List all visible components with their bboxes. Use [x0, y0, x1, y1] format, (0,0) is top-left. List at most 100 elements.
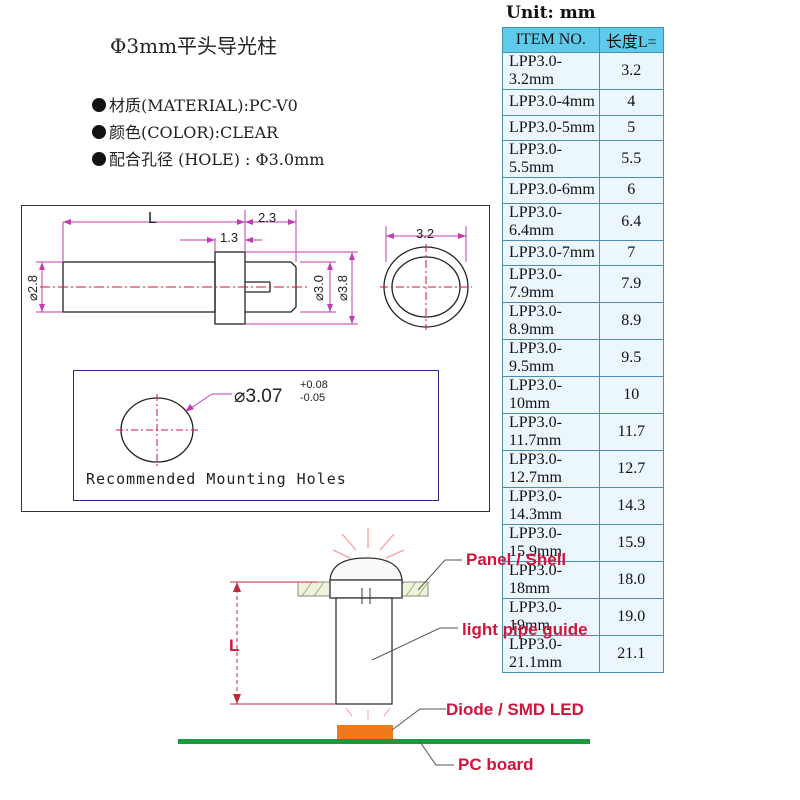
- cell-item: LPP3.0-9.5mm: [502, 339, 600, 377]
- cell-length: 3.2: [598, 52, 665, 90]
- spec-color-text: 颜色(COLOR):CLEAR: [109, 123, 279, 142]
- dim-d2-8: ⌀2.8: [24, 275, 40, 301]
- bullet-icon: [92, 98, 106, 112]
- cell-length: 7.9: [598, 265, 665, 303]
- pc-board: [178, 739, 590, 744]
- smd-led: [337, 725, 393, 741]
- product-title: Φ3mm平头导光柱: [110, 34, 278, 58]
- cell-item: LPP3.0-4mm: [502, 89, 600, 116]
- mounting-hole-box: [73, 370, 439, 501]
- cell-length: 19.0: [598, 598, 665, 636]
- dim-arrow: [233, 694, 241, 704]
- light-rays: [332, 528, 405, 559]
- light-pipe: [335, 597, 393, 705]
- dim-d3-8: ⌀3.8: [334, 275, 350, 301]
- header-length: 长度L=: [598, 27, 665, 53]
- hole-center-lines: [116, 394, 198, 466]
- cell-item: LPP3.0-11.7mm: [502, 413, 600, 451]
- side-view: [62, 251, 297, 325]
- dim-arrow: [233, 582, 241, 592]
- pipe-flange: [214, 251, 246, 325]
- cell-item: LPP3.0-12.7mm: [502, 450, 600, 488]
- hole-tolerance-plus: +0.08: [300, 379, 328, 391]
- spec-material: 材质(MATERIAL):PC-V0: [92, 92, 298, 116]
- cell-item: LPP3.0-10mm: [502, 376, 600, 414]
- cell-length: 4: [598, 89, 665, 116]
- spec-color: 颜色(COLOR):CLEAR: [92, 119, 278, 143]
- cell-item: LPP3.0-6mm: [502, 177, 600, 204]
- cell-length: 6.4: [598, 202, 665, 241]
- hole-leader-arrow: [185, 404, 194, 412]
- dimension-lines: [36, 210, 467, 325]
- cell-item: LPP3.0-6.4mm: [502, 202, 600, 241]
- cell-length: 10: [598, 376, 665, 414]
- cell-item: LPP3.0-5.5mm: [502, 140, 600, 178]
- cell-length: 18.0: [598, 561, 665, 599]
- cell-length: 9.5: [598, 339, 665, 377]
- drawing-svg: [36, 210, 472, 466]
- cell-item: LPP3.0-14.3mm: [502, 487, 600, 525]
- cell-item: LPP3.0-5mm: [502, 114, 600, 141]
- cell-length: 8.9: [598, 302, 665, 340]
- cell-length: 5: [598, 114, 665, 141]
- assembly-dim-L: L: [229, 636, 240, 655]
- cell-length: 7: [598, 239, 665, 266]
- dimension-L: [230, 581, 336, 705]
- cell-item: LPP3.0-15.9mm: [502, 524, 600, 562]
- callout-panel: Panel / Shell: [466, 550, 567, 569]
- cell-length: 5.5: [598, 140, 665, 178]
- callout-diode: Diode / SMD LED: [446, 700, 584, 719]
- spec-hole-text: 配合孔径 (HOLE) : Φ3.0mm: [109, 150, 325, 169]
- dim-L: L: [148, 210, 157, 227]
- dim-3-2: 3.2: [416, 226, 435, 241]
- dim-d3-0: ⌀3.0: [310, 275, 326, 301]
- spec-hole: 配合孔径 (HOLE) : Φ3.0mm: [92, 146, 324, 170]
- hole-tolerance-minus: -0.05: [300, 392, 326, 404]
- led-rays: [345, 707, 391, 720]
- header-item: ITEM NO.: [502, 27, 600, 53]
- technical-drawing: [21, 205, 490, 512]
- cell-item: LPP3.0-3.2mm: [502, 52, 600, 90]
- cell-item: LPP3.0-18mm: [502, 561, 600, 599]
- mounting-hole-label: Recommended Mounting Holes: [86, 470, 347, 488]
- callout-pc-board: PC board: [458, 755, 534, 774]
- cell-length: 12.7: [598, 450, 665, 488]
- cell-length: 14.3: [598, 487, 665, 525]
- dome-head: [329, 557, 403, 581]
- assembly-svg: [178, 528, 590, 766]
- flange: [329, 579, 403, 599]
- dim-2-3: 2.3: [258, 210, 277, 225]
- unit-label: Unit: mm: [506, 3, 596, 23]
- callout-leaders: [371, 559, 462, 766]
- table-header-row: ITEM NO. 长度L=: [502, 27, 665, 53]
- hole-diameter: ⌀3.07: [234, 386, 283, 407]
- spec-material-text: 材质(MATERIAL):PC-V0: [109, 96, 298, 115]
- cell-item: LPP3.0-21.1mm: [502, 635, 600, 673]
- cell-item: LPP3.0-8.9mm: [502, 302, 600, 340]
- callout-light-pipe: light pipe guide: [462, 620, 588, 639]
- bullet-icon: [92, 125, 106, 139]
- dim-1-3: 1.3: [220, 230, 239, 245]
- cell-item: LPP3.0-7mm: [502, 239, 600, 266]
- bullet-icon: [92, 152, 106, 166]
- cell-length: 15.9: [598, 524, 665, 562]
- cell-length: 6: [598, 177, 665, 204]
- cell-length: 11.7: [598, 413, 665, 451]
